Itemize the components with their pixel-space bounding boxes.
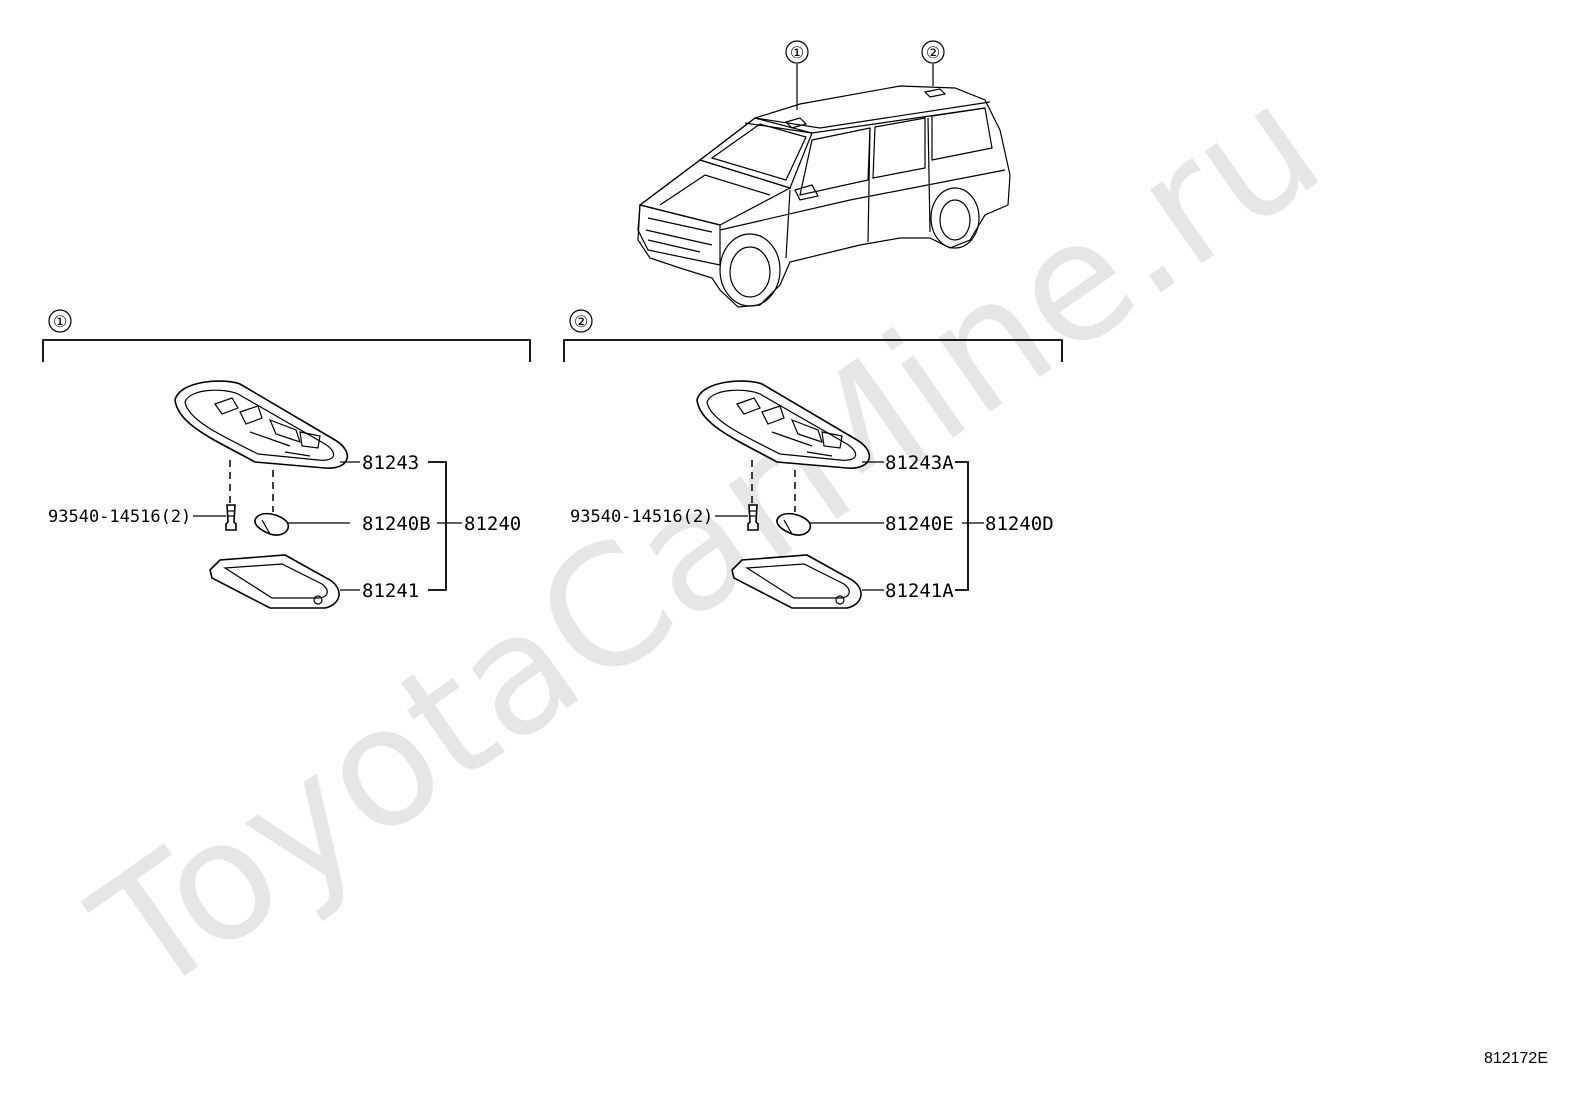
bulb-part — [254, 512, 289, 536]
group-1-marker: ① — [53, 312, 67, 331]
bolt-part — [225, 504, 237, 531]
bulb-part — [776, 512, 811, 536]
lens-housing-part — [696, 380, 871, 469]
group-1-cover-label: 81241 — [362, 580, 419, 602]
group-2: ② — [563, 309, 1063, 609]
vehicle-marker-2: ② — [926, 43, 940, 62]
group-2-bulb-label: 81240E — [885, 513, 954, 535]
figure-reference: 812172E — [1484, 1050, 1548, 1067]
group-2-assembly-label: 81240D — [985, 513, 1054, 535]
group-2-bolt-label: 93540-14516(2) — [570, 507, 713, 527]
lens-housing-part — [174, 380, 349, 469]
cover-part — [209, 554, 340, 609]
group-1-bulb-label: 81240B — [362, 513, 431, 535]
group-2-marker: ② — [574, 312, 588, 331]
group-1-bolt-label: 93540-14516(2) — [48, 507, 191, 527]
vehicle-illustration: ① ② — [637, 40, 1011, 308]
bolt-part — [747, 504, 759, 531]
group-2-housing-label: 81243A — [885, 452, 954, 474]
cover-part — [731, 554, 862, 609]
group-1-housing-label: 81243 — [362, 452, 419, 474]
group-1: ① — [42, 309, 531, 609]
group-2-cover-label: 81241A — [885, 580, 954, 602]
group-1-assembly-label: 81240 — [464, 513, 521, 535]
watermark-text: ToyotaCarMine.ru — [61, 48, 1353, 1033]
vehicle-marker-1: ① — [790, 43, 804, 62]
